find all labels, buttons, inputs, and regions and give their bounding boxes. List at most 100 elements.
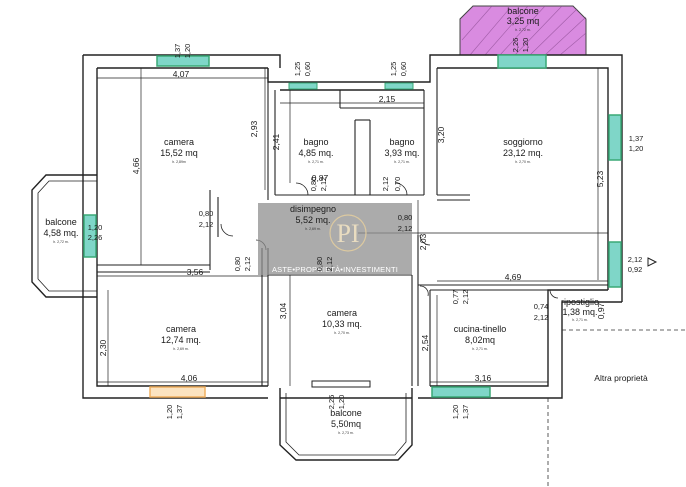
dim-label: 5,23 xyxy=(595,170,605,187)
room-height: h. 2,73 m. xyxy=(338,431,354,435)
room-name: camera xyxy=(166,324,196,334)
dim-label: 0,80 xyxy=(233,257,242,272)
balcone-bottom-shape xyxy=(279,388,413,461)
dim-label: 2,12 xyxy=(243,257,252,272)
dim-label: 1,37 xyxy=(629,134,644,143)
room-area: 5,50mq xyxy=(331,419,361,429)
room-area: 8,02mq xyxy=(465,335,495,345)
dim-label: 0,80 xyxy=(398,213,413,222)
window-balcone-left xyxy=(83,214,97,258)
dim-label: 2,12 xyxy=(461,290,470,305)
room-name: balcone xyxy=(330,408,362,418)
dim-label: 0,97 xyxy=(596,302,606,319)
dim-label: 1,20 xyxy=(629,144,644,153)
logo-icon: PI xyxy=(329,214,367,252)
room-height: h. 2,71 m. xyxy=(472,347,488,351)
room-bagno1: bagno 4,85 mq. h. 2,71 m. xyxy=(298,137,333,164)
room-balcone-top: balcone 3,25 mq h. 2,72 m. xyxy=(507,6,540,32)
dim-label: 2,26 xyxy=(327,395,336,410)
dim-label: 0,60 xyxy=(399,62,408,77)
room-name: cucina-tinello xyxy=(454,324,507,334)
room-area: 10,33 mq. xyxy=(322,319,362,329)
room-height: h. 2,89m xyxy=(172,160,186,164)
window-camera1 xyxy=(156,55,210,67)
room-name: bagno xyxy=(303,137,328,147)
dim-label: 0,70 xyxy=(393,177,402,192)
room-height: h. 2,70 m. xyxy=(515,160,531,164)
window-camera2 xyxy=(149,386,206,398)
room-ripostiglio: ripostiglio 1,38 mq. h. 2,71 m. xyxy=(561,297,599,322)
room-camera3: camera 10,33 mq. h. 2,70 m. xyxy=(322,308,362,335)
dimension-lines xyxy=(97,68,608,386)
dim-label: 1,37 xyxy=(461,405,470,420)
room-soggiorno: soggiorno 23,12 mq. h. 2,70 m. xyxy=(503,137,543,164)
boundary-dashed xyxy=(547,329,686,487)
dim-label: 1,20 xyxy=(521,38,530,53)
dim-label: 0,80 xyxy=(315,257,324,272)
dim-label: 2,30 xyxy=(98,339,108,356)
dim-label: 1,25 xyxy=(293,62,302,77)
window-bagno2 xyxy=(384,82,414,90)
room-area: 12,74 mq. xyxy=(161,335,201,345)
dim-label: 3,20 xyxy=(436,126,446,143)
room-area: 1,38 mq. xyxy=(562,307,597,317)
dim-label: 1,25 xyxy=(389,62,398,77)
window-soggiorno-right xyxy=(608,114,622,161)
dim-label: 2,26 xyxy=(511,38,520,53)
room-height: h. 2,69 m. xyxy=(173,347,189,351)
room-height: h. 2,71 m. xyxy=(308,160,324,164)
logo-letters: PI xyxy=(336,219,359,248)
dim-label: 2,03 xyxy=(418,233,428,250)
dim-label: 0,87 xyxy=(312,173,329,183)
watermark: PI ASTE•PROPRIETÀ•INVESTIMENTI xyxy=(258,203,412,275)
window-soggiorno-top xyxy=(497,54,547,69)
dim-label: 4,69 xyxy=(505,272,522,282)
dim-label: 0,80 xyxy=(199,209,214,218)
dim-label: 3,16 xyxy=(475,373,492,383)
room-bagno2: bagno 3,93 mq. h. 2,71 m. xyxy=(384,137,419,164)
room-name: balcone xyxy=(507,6,539,16)
room-height: h. 2,71 m. xyxy=(572,318,588,322)
dim-label: 1,20 xyxy=(183,44,192,59)
window-bagno1 xyxy=(288,82,318,90)
dim-label: 0,92 xyxy=(628,265,643,274)
room-name: disimpegno xyxy=(290,204,336,214)
dim-label: 2,15 xyxy=(379,94,396,104)
room-area: 4,58 mq. xyxy=(43,228,78,238)
dim-label: 2,41 xyxy=(271,133,281,150)
room-name: ripostiglio xyxy=(561,297,599,307)
dim-label: 0,77 xyxy=(451,290,460,305)
dim-label: 2,12 xyxy=(398,224,413,233)
balcone-left-shape xyxy=(31,174,97,298)
window-ripostiglio xyxy=(608,241,622,288)
room-area: 3,25 mq xyxy=(507,16,540,26)
dim-label: 0,60 xyxy=(303,62,312,77)
dim-label: 4,66 xyxy=(131,157,141,174)
room-height: h. 2,72 m. xyxy=(53,240,69,244)
dim-label: 1,20 xyxy=(165,405,174,420)
dim-label: 1,37 xyxy=(175,405,184,420)
dim-label: 2,12 xyxy=(319,177,328,192)
room-camera2: camera 12,74 mq. h. 2,69 m. xyxy=(161,324,201,351)
dim-label: 4,07 xyxy=(173,69,190,79)
dim-label: 0,80 xyxy=(309,177,318,192)
room-balcone-bottom: balcone 5,50mq h. 2,73 m. xyxy=(330,408,362,435)
dim-label: 1,20 xyxy=(337,395,346,410)
dim-label: 2,26 xyxy=(88,233,103,242)
north-arrow-icon xyxy=(647,257,658,267)
room-name: bagno xyxy=(389,137,414,147)
room-name: balcone xyxy=(45,217,77,227)
room-camera1: camera 15,52 mq h. 2,89m xyxy=(160,137,198,164)
dim-label: 1,37 xyxy=(173,44,182,59)
dim-label: 2,12 xyxy=(534,313,549,322)
dim-label: 4,06 xyxy=(181,373,198,383)
doors xyxy=(220,182,559,299)
room-name: soggiorno xyxy=(503,137,543,147)
room-name: camera xyxy=(164,137,194,147)
room-balcone-left: balcone 4,58 mq. h. 2,72 m. xyxy=(43,217,78,244)
room-area: 4,85 mq. xyxy=(298,148,333,158)
room-area: 15,52 mq xyxy=(160,148,198,158)
dim-label: 3,04 xyxy=(278,302,288,319)
room-area: 5,52 mq. xyxy=(295,215,330,225)
